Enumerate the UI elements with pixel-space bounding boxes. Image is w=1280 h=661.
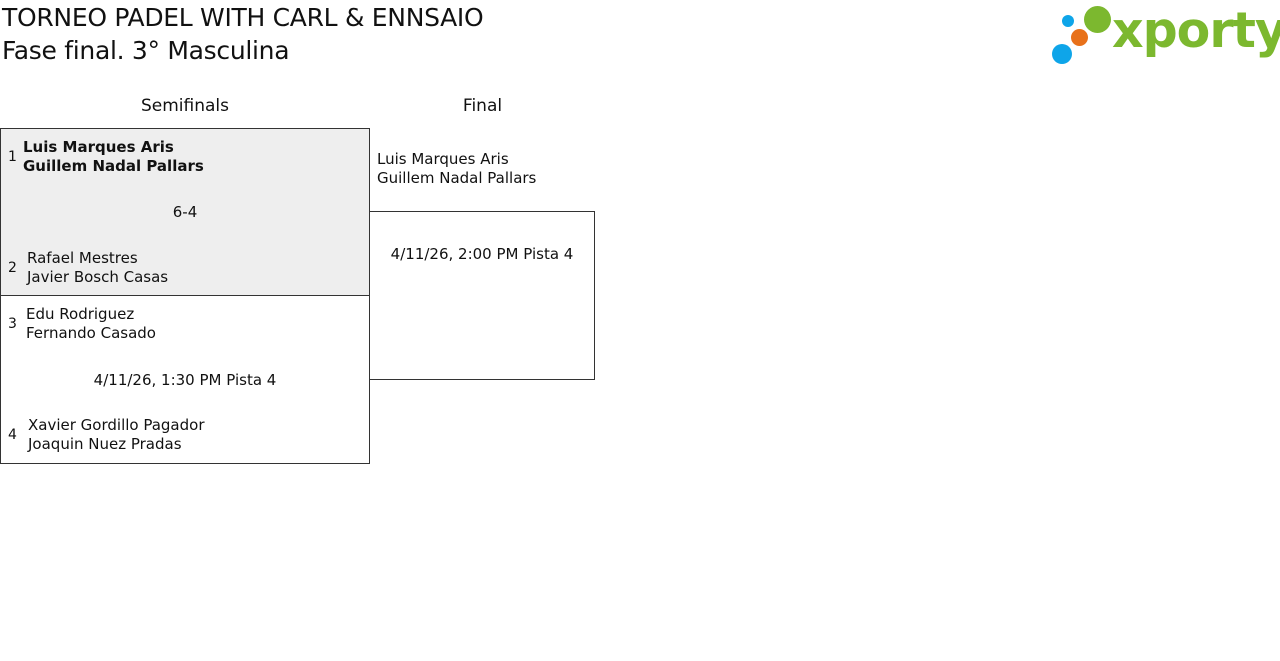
phase-title: Fase final. 3° Masculina <box>2 36 290 65</box>
team-seed: 2 <box>8 260 17 276</box>
tournament-title: TORNEO PADEL WITH CARL & ENNSAIO <box>2 3 484 32</box>
player-name: Joaquin Nuez Pradas <box>28 435 182 453</box>
team-seed: 3 <box>8 316 17 332</box>
player-name: Luis Marques Aris <box>377 150 509 168</box>
team-seed: 1 <box>8 149 17 165</box>
player-name: Fernando Casado <box>26 324 156 342</box>
logo-dot-green <box>1084 6 1111 33</box>
team-seed: 4 <box>8 427 17 443</box>
round-header-semifinals: Semifinals <box>140 96 229 116</box>
logo-wordmark: xporty <box>1112 2 1280 59</box>
player-name: Xavier Gordillo Pagador <box>28 416 205 434</box>
player-name: Guillem Nadal Pallars <box>23 157 204 175</box>
player-name: Luis Marques Aris <box>23 138 174 156</box>
player-name: Edu Rodriguez <box>26 305 135 323</box>
team-entry: Xavier Gordillo Pagador Joaquin Nuez Pra… <box>28 416 205 454</box>
match-schedule: 4/11/26, 1:30 PM Pista 4 <box>93 371 277 389</box>
player-name: Javier Bosch Casas <box>27 268 169 286</box>
logo-dot-orange <box>1071 29 1088 46</box>
logo-dot-blue-large <box>1052 44 1072 64</box>
xporty-logo: xporty <box>1050 4 1280 68</box>
logo-dot-blue-small <box>1062 15 1074 27</box>
team-entry: Edu Rodriguez Fernando Casado <box>26 305 156 343</box>
final-team-top: Luis Marques Aris Guillem Nadal Pallars <box>377 150 536 188</box>
match-score: 6-4 <box>172 203 198 221</box>
final-match[interactable]: 4/11/26, 2:00 PM Pista 4 <box>369 211 595 380</box>
semifinal-match-2[interactable]: 3 Edu Rodriguez Fernando Casado 4/11/26,… <box>0 295 370 464</box>
player-name: Rafael Mestres <box>27 249 138 267</box>
semifinal-match-1[interactable]: 1 Luis Marques Aris Guillem Nadal Pallar… <box>0 128 370 296</box>
player-name: Guillem Nadal Pallars <box>377 169 537 187</box>
team-entry-winner: Luis Marques Aris Guillem Nadal Pallars <box>23 138 204 176</box>
team-entry: Rafael Mestres Javier Bosch Casas <box>27 249 168 287</box>
round-header-final: Final <box>462 96 503 116</box>
match-schedule: 4/11/26, 2:00 PM Pista 4 <box>390 245 574 263</box>
